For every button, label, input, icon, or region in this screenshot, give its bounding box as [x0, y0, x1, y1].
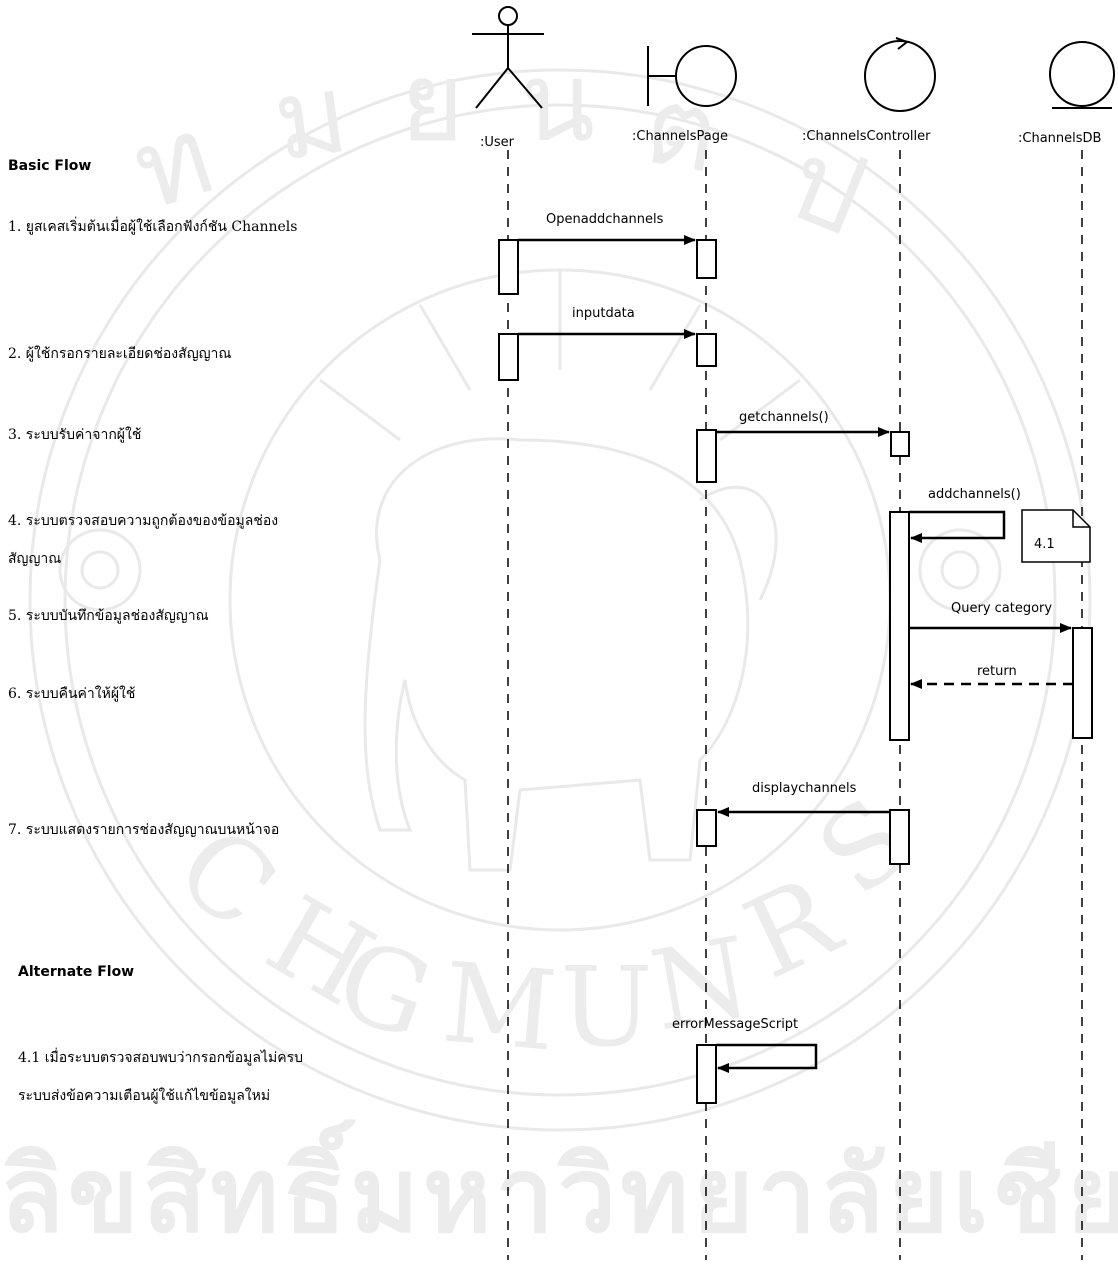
lifeline-label-channels-db: :ChannelsDB	[1018, 131, 1101, 146]
entity-icon	[1050, 42, 1114, 108]
activation-controller-3	[890, 810, 909, 864]
lifeline-label-channels-controller: :ChannelsController	[802, 129, 931, 144]
message-label-return: return	[977, 664, 1017, 679]
activation-controller-2	[890, 512, 909, 740]
activation-user-1	[499, 240, 518, 294]
activation-page-3	[697, 430, 716, 482]
message-label-inputdata: inputdata	[572, 306, 635, 321]
message-label-displaychannels: displaychannels	[752, 781, 857, 796]
actor-icon	[472, 7, 544, 108]
activation-page-5	[697, 1045, 716, 1103]
boundary-icon	[648, 46, 736, 106]
lifeline-label-channels-page: :ChannelsPage	[632, 129, 728, 144]
message-label-getchannels: getchannels()	[739, 410, 829, 425]
activation-db-1	[1073, 628, 1092, 738]
note-box	[1022, 510, 1090, 562]
message-label-query-category: Query category	[951, 601, 1052, 616]
activation-page-1	[697, 240, 716, 278]
message-label-addchannels: addchannels()	[928, 487, 1021, 502]
lifeline-label-user: :User	[480, 135, 515, 150]
activation-page-4	[697, 810, 716, 846]
message-label-errormessagescript: errorMessageScript	[672, 1017, 798, 1032]
note-label: 4.1	[1034, 537, 1055, 552]
message-label-openaddchannels: Openaddchannels	[546, 212, 664, 227]
activation-controller-1	[891, 432, 909, 456]
control-icon	[865, 38, 935, 111]
activation-page-2	[697, 334, 716, 366]
message-arrow-addchannels	[909, 512, 1004, 538]
message-arrow-errormessagescript	[716, 1045, 816, 1068]
activation-user-2	[499, 334, 518, 380]
